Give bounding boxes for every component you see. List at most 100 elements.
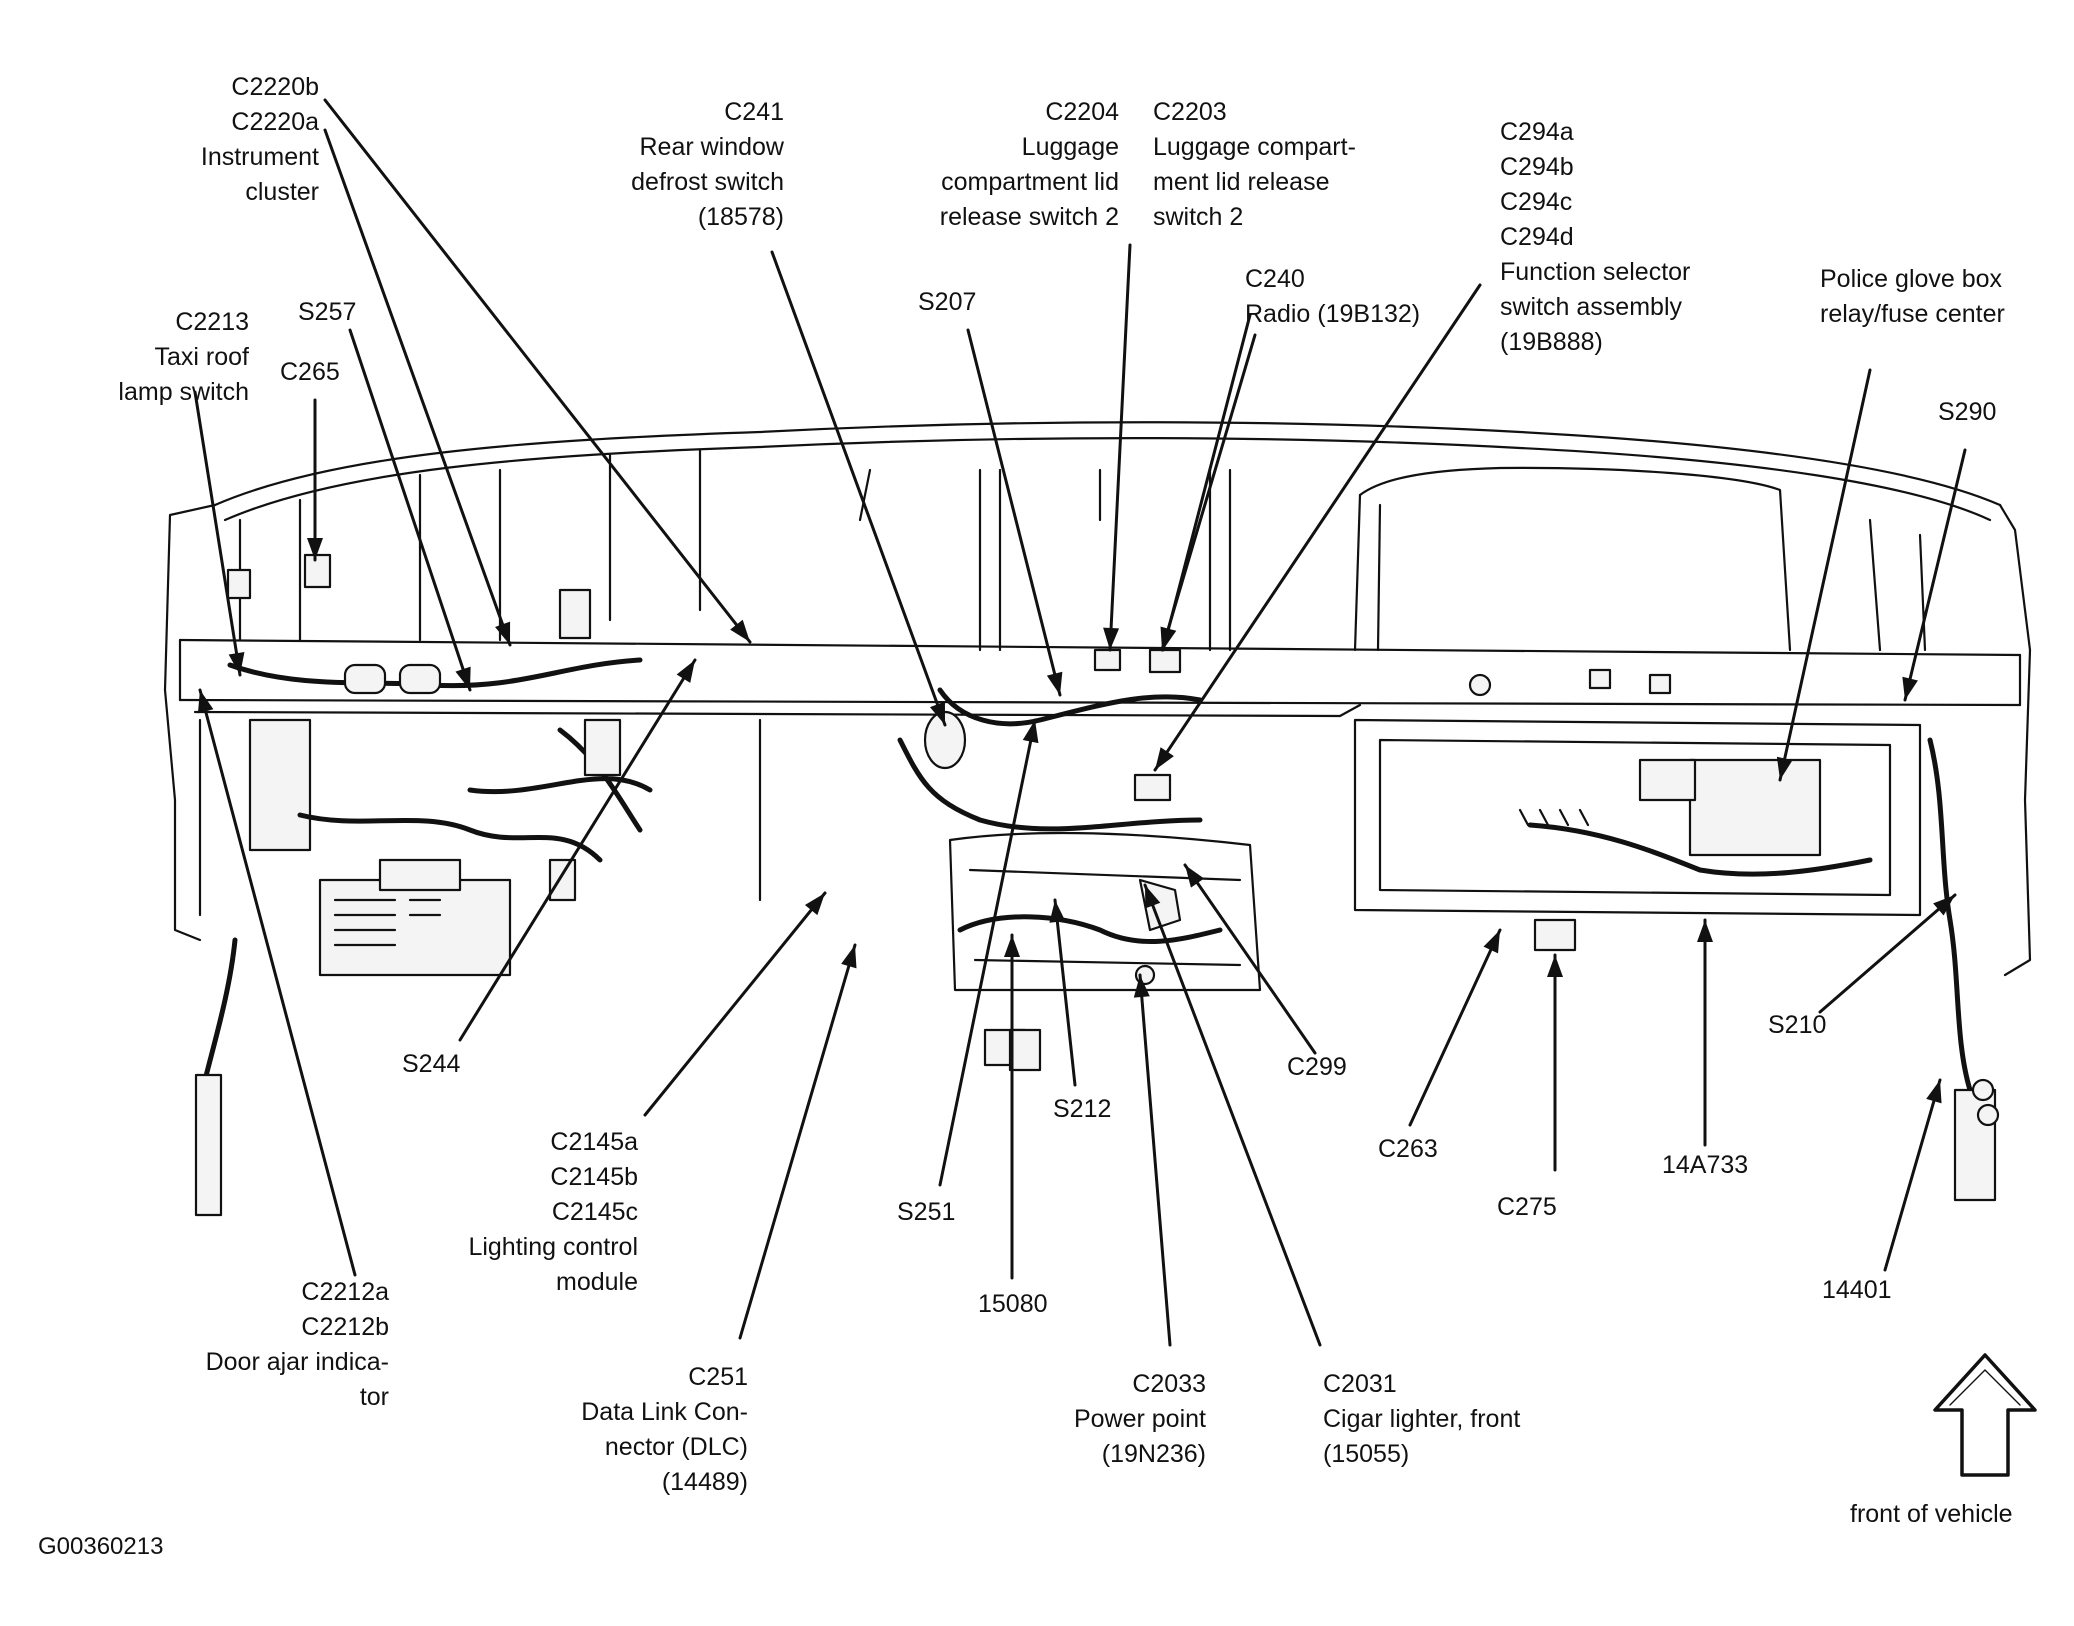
- leader-c2033: [1138, 973, 1172, 1347]
- leader-c240: [1160, 333, 1257, 652]
- callout-line: C263: [1378, 1135, 1438, 1163]
- arrowhead: [1926, 1080, 1942, 1104]
- left-junction-box: [248, 718, 512, 977]
- callout-line: C241: [724, 98, 784, 126]
- callout-line: C265: [280, 358, 340, 386]
- callout-line: C294a: [1500, 118, 1574, 146]
- callout-s207: S207: [918, 285, 976, 320]
- callout-line: (15055): [1323, 1440, 1410, 1468]
- arrowhead: [1155, 747, 1174, 770]
- callout-line: 14401: [1822, 1276, 1892, 1304]
- leader-s244: [458, 658, 697, 1042]
- callout-line: S207: [918, 288, 977, 316]
- leader-c2031: [1143, 883, 1322, 1347]
- arrowhead: [1697, 920, 1713, 942]
- cross-car-beam: [178, 638, 2022, 917]
- callout-line: C240: [1245, 265, 1305, 293]
- callout-line: Power point: [1073, 1405, 1206, 1433]
- callout-c275: C275: [1497, 1190, 1557, 1225]
- cluster-connectors: [226, 553, 622, 777]
- arrowhead: [929, 701, 945, 725]
- callout-line: C2220a: [231, 108, 319, 136]
- callout-14a733: 14A733: [1662, 1148, 1748, 1183]
- arrowhead: [1049, 900, 1066, 923]
- arrowhead: [307, 538, 323, 560]
- callout-line: C2220b: [231, 73, 319, 101]
- callout-line: Taxi roof: [154, 343, 249, 371]
- leader-police: [1778, 368, 1872, 782]
- callout-line: C2204: [1045, 98, 1119, 126]
- callout-c263: C263: [1378, 1132, 1438, 1167]
- callout-line: lamp switch: [118, 378, 249, 406]
- leader-s251: [938, 718, 1037, 1187]
- callout-s251: S251: [897, 1195, 955, 1230]
- front-of-vehicle-arrow: [1933, 1353, 2037, 1477]
- callout-c265: C265: [280, 355, 340, 390]
- leader-c2204: [1108, 243, 1132, 652]
- callout-line: S244: [402, 1050, 461, 1078]
- leader-s210: [1818, 893, 1957, 1014]
- callout-line: S257: [298, 298, 357, 326]
- callout-15080: 15080: [978, 1287, 1048, 1322]
- callout-s210: S210: [1768, 1008, 1826, 1043]
- leader-c2220b: [323, 98, 752, 644]
- callout-line: S212: [1053, 1095, 1112, 1123]
- glove-box-area: [1353, 668, 1922, 952]
- callout-line: defrost switch: [631, 168, 784, 196]
- callout-line: 15080: [978, 1290, 1048, 1318]
- callout-14401: 14401: [1822, 1273, 1892, 1308]
- callout-line: C2145a: [550, 1128, 638, 1156]
- leader-c2213: [193, 390, 242, 677]
- callout-line: C294c: [1500, 188, 1573, 216]
- pigtail-connectors: [194, 858, 2000, 1217]
- callout-line: cluster: [245, 178, 319, 206]
- callout-line: switch 2: [1153, 203, 1244, 231]
- callout-line: C299: [1287, 1053, 1347, 1081]
- leader-s207: [966, 328, 1062, 697]
- callout-line: C2031: [1323, 1370, 1397, 1398]
- callout-line: Cigar lighter, front: [1323, 1405, 1521, 1433]
- callout-line: Lighting control: [468, 1233, 638, 1261]
- callout-s257: S257: [298, 295, 356, 330]
- callout-line: Radio (19B132): [1245, 300, 1421, 328]
- arrowhead: [1160, 626, 1176, 650]
- callout-s290: S290: [1938, 395, 1996, 430]
- leader-c2220a: [323, 128, 512, 647]
- arrowhead: [1776, 756, 1793, 780]
- arrowhead: [228, 652, 245, 675]
- callout-line: C2203: [1153, 98, 1227, 126]
- callout-line: C294b: [1500, 153, 1574, 181]
- callout-line: C275: [1497, 1193, 1557, 1221]
- callout-line: Rear window: [639, 133, 784, 161]
- callout-line: ment lid release: [1153, 168, 1330, 196]
- leader-c251: [738, 943, 857, 1340]
- callout-line: Door ajar indica-: [205, 1348, 389, 1376]
- arrowhead: [1145, 885, 1161, 909]
- callout-line: tor: [359, 1383, 389, 1411]
- callout-line: Instrument: [200, 143, 319, 171]
- callout-line: C2145c: [551, 1198, 638, 1226]
- main-harness: [197, 657, 1973, 1153]
- leader-c241: [770, 250, 947, 727]
- callout-line: (19N236): [1101, 1440, 1206, 1468]
- arrowhead: [1483, 930, 1500, 954]
- callout-line: C2145b: [550, 1163, 638, 1191]
- center-stack: [923, 648, 1262, 1067]
- callout-line: (14489): [661, 1468, 748, 1496]
- callout-line: Data Link Con-: [581, 1398, 748, 1426]
- callout-line: C2212b: [301, 1313, 389, 1341]
- callout-line: S290: [1938, 398, 1997, 426]
- leader-c299: [1183, 863, 1317, 1055]
- arrowhead: [495, 621, 511, 645]
- callout-line: relay/fuse center: [1820, 300, 2005, 328]
